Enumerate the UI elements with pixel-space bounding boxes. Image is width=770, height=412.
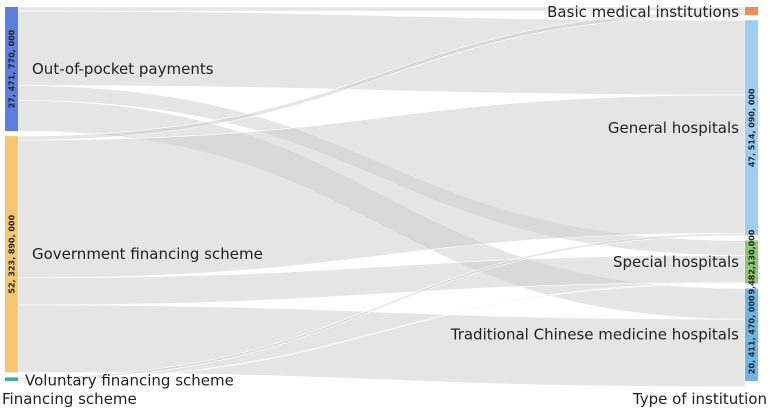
node-value-label-general-hospitals: 47, 514, 090, 000 xyxy=(748,88,757,167)
link-government-financing-scheme-to-basic-medical-institutions xyxy=(17,10,746,141)
node-out-of-pocket-payments xyxy=(5,7,18,132)
sankey-links xyxy=(17,6,746,388)
right-axis-label: Type of institution xyxy=(632,390,767,408)
node-label-basic-medical-institutions: Basic medical institutions xyxy=(547,3,739,21)
node-general-hospitals xyxy=(745,20,758,236)
sankey-nodes xyxy=(5,7,758,381)
node-special-hospitals xyxy=(745,240,758,284)
node-value-label-out-of-pocket-payments: 27, 471, 770, 000 xyxy=(8,29,17,108)
node-label-traditional-chinese-medicine-hospitals: Traditional Chinese medicine hospitals xyxy=(450,326,739,344)
node-label-general-hospitals: General hospitals xyxy=(608,119,739,137)
node-label-out-of-pocket-payments: Out-of-pocket payments xyxy=(32,60,214,78)
link-voluntary-financing-scheme-to-general-hospitals xyxy=(17,232,746,381)
node-government-financing-scheme xyxy=(5,136,18,373)
node-value-label-government-financing-scheme: 52, 323, 890, 000 xyxy=(8,214,17,293)
node-label-government-financing-scheme: Government financing scheme xyxy=(32,245,263,263)
node-value-label-special-hospitals: 9,482,130,000 xyxy=(748,229,757,294)
link-voluntary-financing-scheme-to-traditional-chinese-medicine-hospitals xyxy=(17,380,746,388)
left-axis-label: Financing scheme xyxy=(2,390,137,408)
node-voluntary-financing-scheme xyxy=(5,377,18,381)
sankey-labels: 27, 471, 770, 000 Out-of-pocket payments 5… xyxy=(8,3,757,389)
node-traditional-chinese-medicine-hospitals xyxy=(745,288,758,381)
node-label-special-hospitals: Special hospitals xyxy=(613,253,739,271)
node-basic-medical-institutions xyxy=(745,7,758,16)
node-value-label-traditional-chinese-medicine-hospitals: 20, 411, 470, 000 xyxy=(748,295,757,374)
node-label-voluntary-financing-scheme: Voluntary financing scheme xyxy=(25,371,234,389)
link-out-of-pocket-payments-to-general-hospitals xyxy=(17,10,746,96)
